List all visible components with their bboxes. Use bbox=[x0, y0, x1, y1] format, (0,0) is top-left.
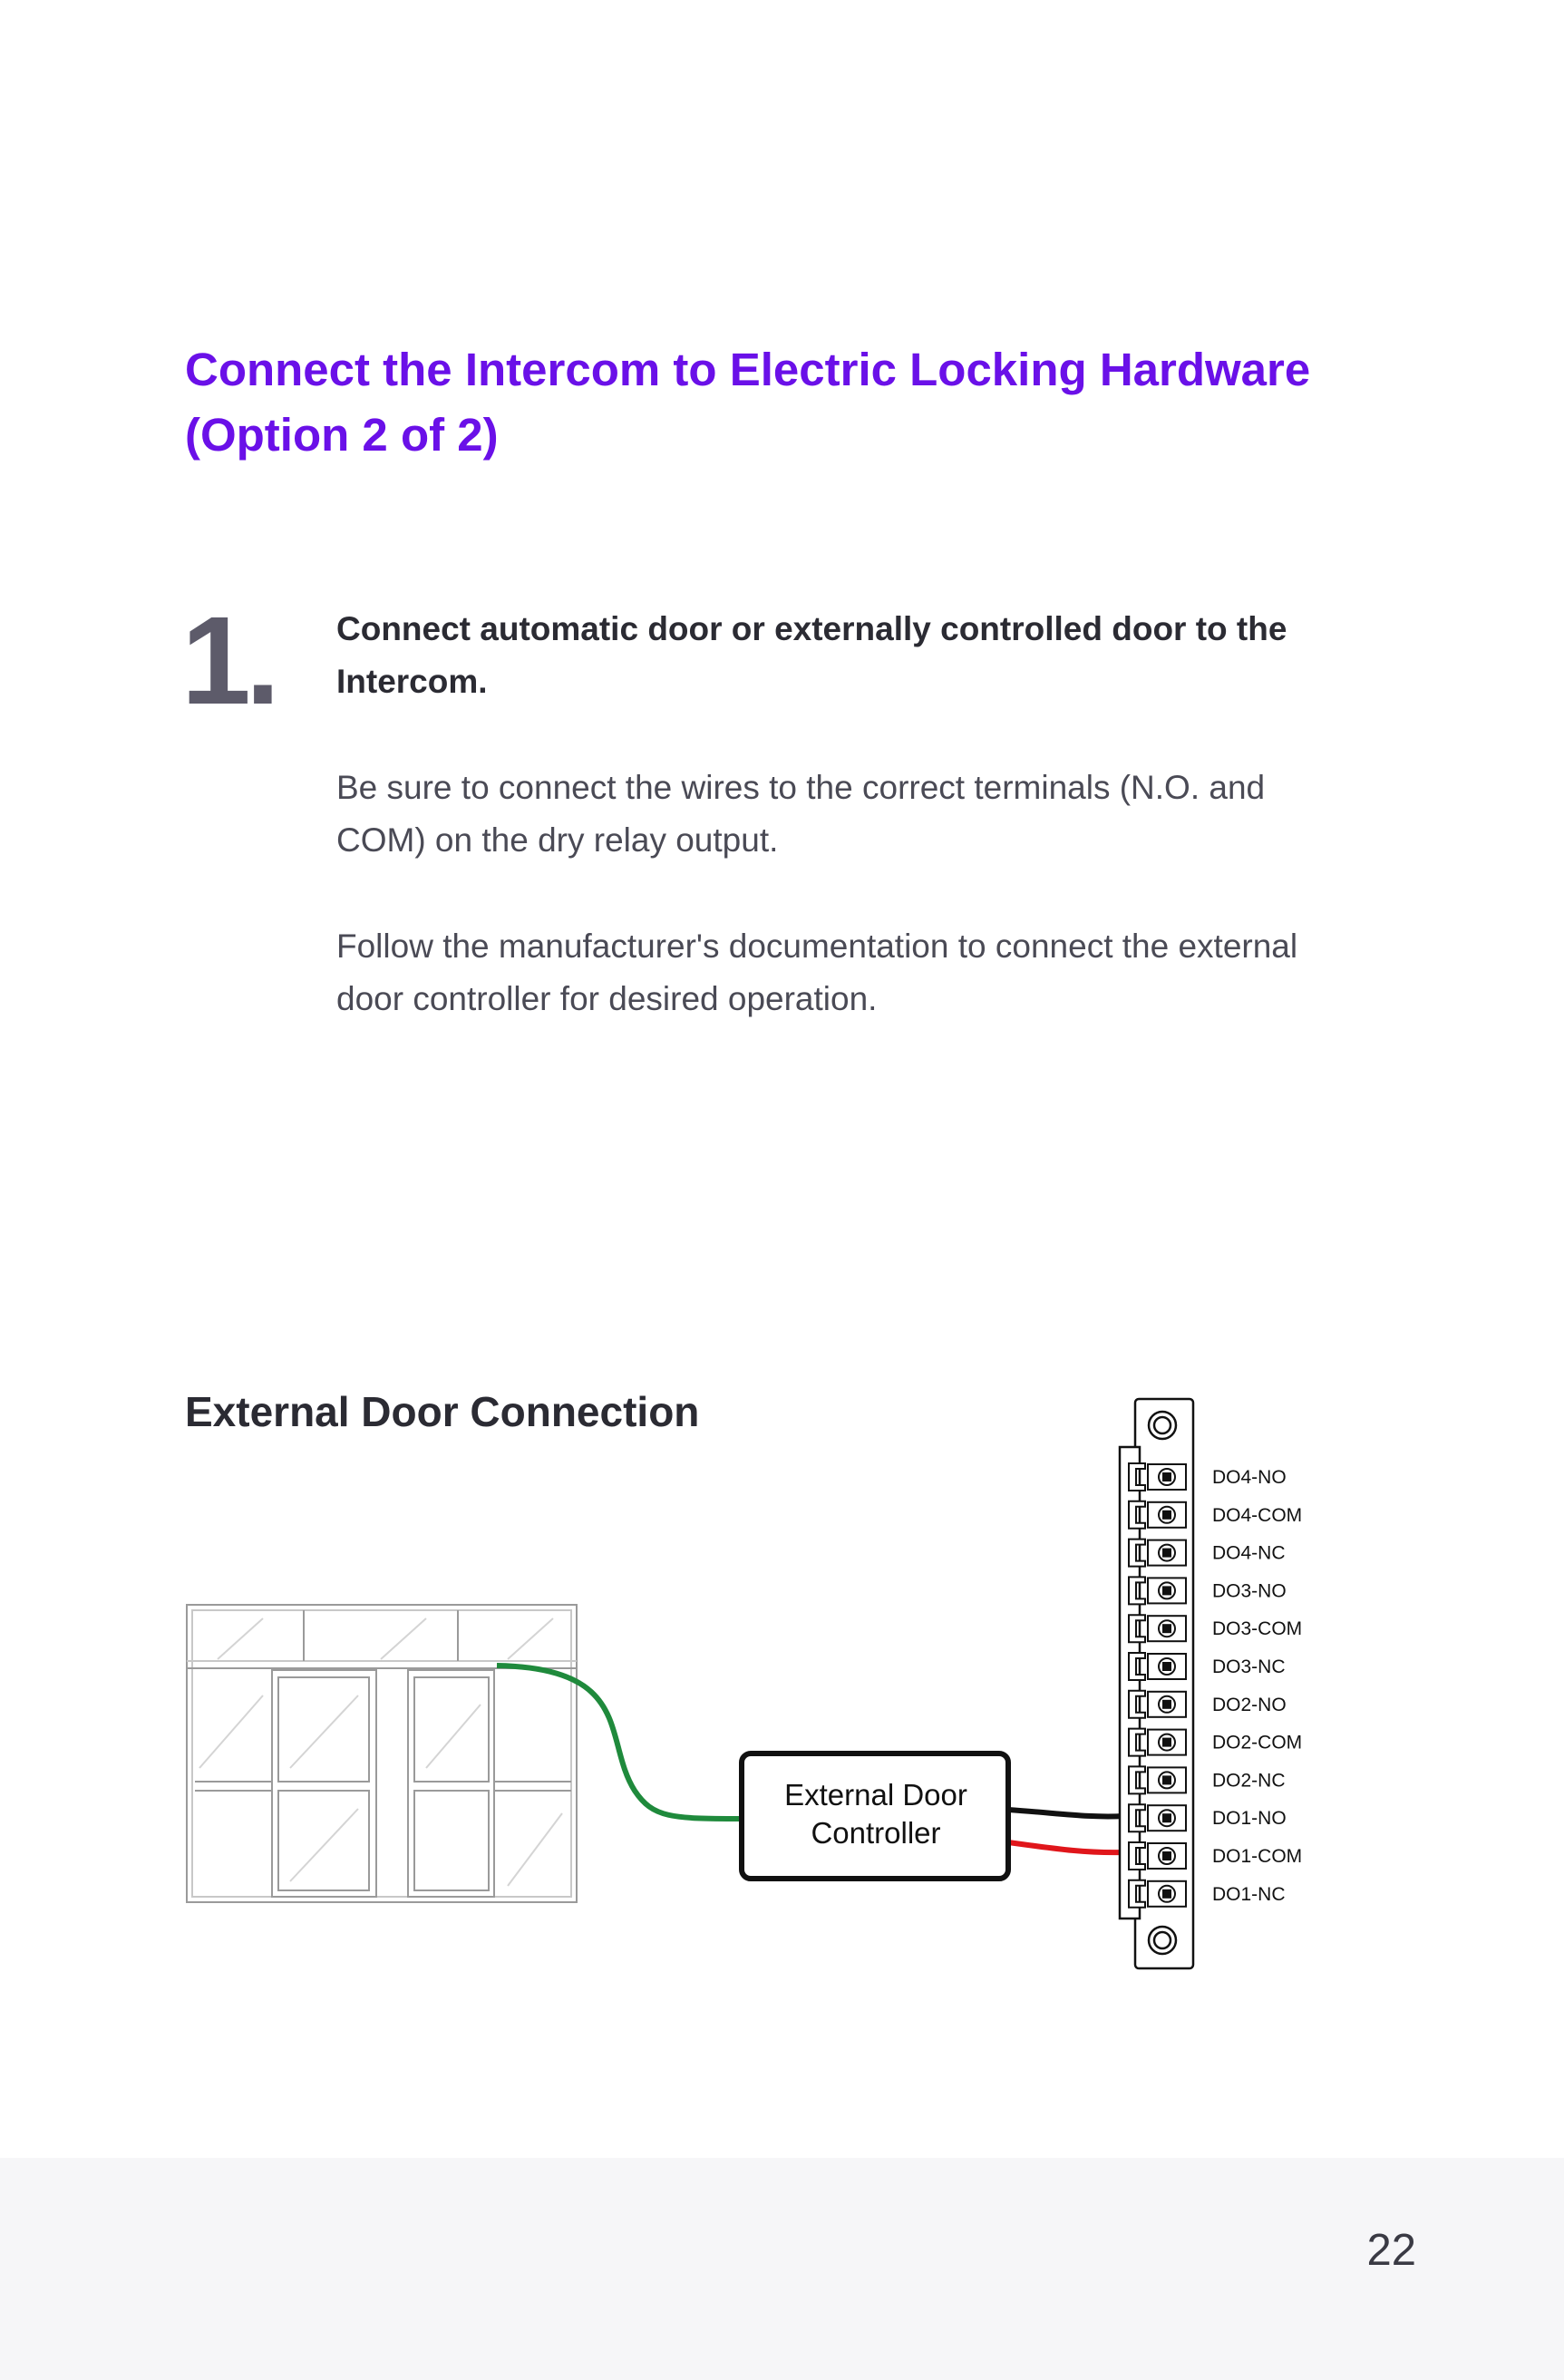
external-door-connection-diagram: External Door Controller DO4-NO DO4-COM DO… bbox=[186, 1397, 1302, 1970]
page-footer bbox=[0, 2158, 1564, 2380]
terminal-label: DO3-COM bbox=[1212, 1618, 1302, 1639]
step-number: 1. bbox=[181, 591, 280, 731]
terminal-label: DO2-NO bbox=[1212, 1695, 1287, 1715]
external-door-controller-box: External Door Controller bbox=[739, 1751, 1011, 1881]
terminal-label: DO1-NO bbox=[1212, 1808, 1287, 1829]
terminal-slot bbox=[1128, 1538, 1187, 1568]
terminal-label: DO3-NC bbox=[1212, 1656, 1286, 1677]
terminal-label: DO4-NC bbox=[1212, 1543, 1286, 1564]
terminal-slot bbox=[1128, 1879, 1187, 1909]
terminal-slot bbox=[1128, 1500, 1187, 1530]
terminal-slot bbox=[1128, 1841, 1187, 1870]
door-illustration bbox=[186, 1604, 578, 1903]
terminal-slot bbox=[1128, 1689, 1187, 1719]
page-title: Connect the Intercom to Electric Locking… bbox=[185, 344, 1311, 461]
terminal-slot bbox=[1128, 1652, 1187, 1681]
terminal-block bbox=[1118, 1397, 1195, 1970]
wire-red-com bbox=[1007, 1840, 1125, 1856]
terminal-label: DO2-NC bbox=[1212, 1770, 1286, 1791]
page-number: 22 bbox=[1366, 2226, 1416, 2275]
door-wire-green bbox=[496, 1663, 743, 1821]
controller-label-line1: External Door bbox=[784, 1778, 967, 1812]
terminal-slot bbox=[1128, 1765, 1187, 1795]
terminal-slot bbox=[1128, 1803, 1187, 1833]
terminal-slot bbox=[1128, 1576, 1187, 1606]
terminal-label: DO2-COM bbox=[1212, 1733, 1302, 1753]
step-paragraph-manufacturer: Follow the manufacturer's documentation … bbox=[336, 928, 1298, 1017]
terminal-slot bbox=[1128, 1614, 1187, 1644]
step-paragraph-terminals: Be sure to connect the wires to the corr… bbox=[336, 769, 1266, 859]
controller-label-line2: Controller bbox=[811, 1816, 940, 1850]
terminal-slot bbox=[1128, 1462, 1187, 1491]
wire-black-no bbox=[1007, 1807, 1125, 1820]
terminal-label: DO4-COM bbox=[1212, 1505, 1302, 1526]
diagram-title: External Door Connection bbox=[185, 1388, 700, 1435]
terminal-label: DO4-NO bbox=[1212, 1467, 1287, 1488]
step-heading: Connect automatic door or externally con… bbox=[336, 610, 1287, 700]
terminal-label: DO1-NC bbox=[1212, 1884, 1286, 1905]
terminal-label: DO1-COM bbox=[1212, 1846, 1302, 1867]
terminal-label: DO3-NO bbox=[1212, 1580, 1287, 1601]
terminal-slot bbox=[1128, 1727, 1187, 1757]
